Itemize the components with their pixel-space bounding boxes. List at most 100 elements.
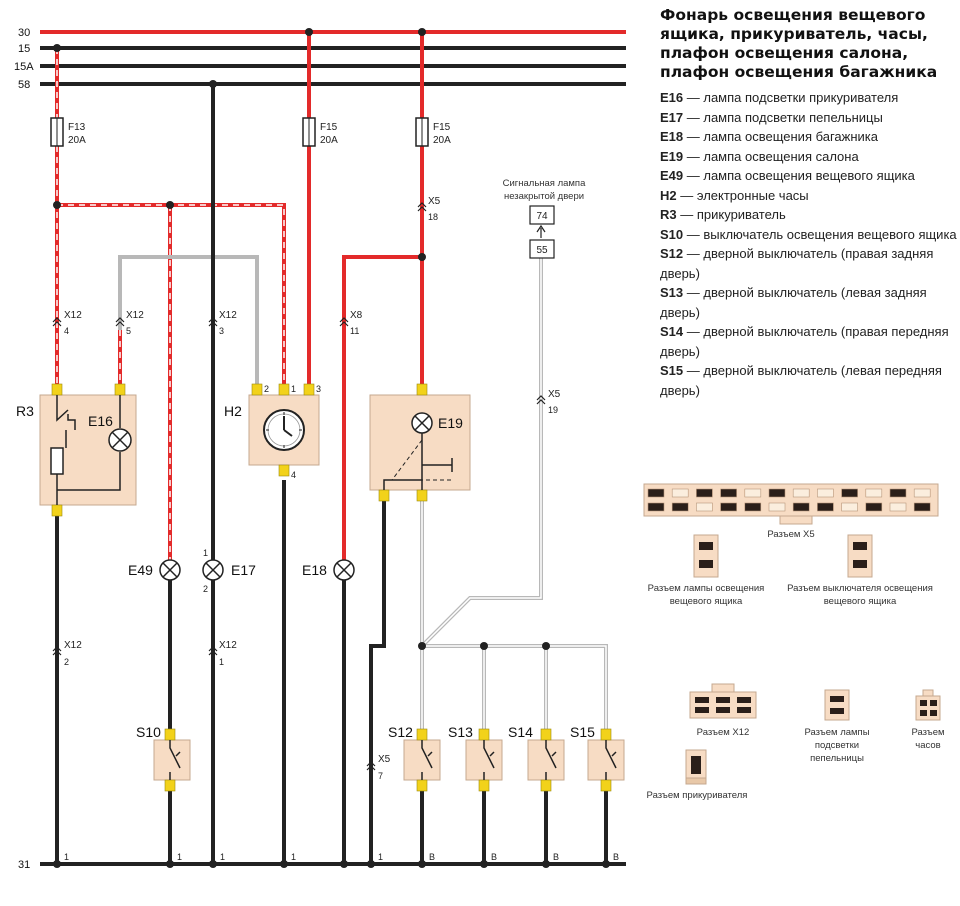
x5-cavity: [671, 502, 689, 512]
legend-item-r3: R3 — прикуриватель: [660, 207, 786, 222]
conn-x5-19-pin: 19: [548, 405, 558, 415]
legend-item-e17: E17 — лампа подсветки пепельницы: [660, 109, 883, 125]
bus-label-30: 30: [18, 27, 30, 39]
label-e18: E18: [302, 562, 327, 578]
x5-cavity: [865, 502, 883, 512]
gnd-pin-r3: 1: [64, 852, 69, 862]
door-warning-lamp: Сигнальная лампа незакрытой двери 74 55: [503, 178, 586, 259]
switch-s15: S15: [570, 724, 625, 792]
label-s10: S10: [136, 724, 161, 740]
lamp-e49: E49: [128, 559, 181, 581]
conn-x12-1-name: X12: [219, 640, 237, 651]
connector-view-glovebox-switch: Разъем выключателя освещения вещевого ящ…: [787, 534, 933, 607]
conn-x12-2-pin: 2: [64, 657, 69, 667]
connector-view-x5: Разъем X5: [643, 483, 939, 540]
fuse-f15a-rating: 20A: [320, 135, 338, 146]
conn-x5-18-pin: 18: [428, 212, 438, 222]
conn-x12-3-name: X12: [219, 310, 237, 321]
door-lamp-box-55: 55: [536, 245, 548, 256]
x5-cavity: [768, 502, 786, 512]
x5-cavity: [744, 502, 762, 512]
switch-s13: S13: [448, 724, 503, 792]
switch-s10: S10: [136, 724, 191, 792]
x5-cavity: [696, 488, 713, 498]
gnd-pin-h2: 1: [291, 852, 296, 862]
fuse-f15-clock: F15 20A: [302, 117, 338, 147]
label-clock-line2: часов: [915, 740, 940, 751]
conn-x12-5-pin: 5: [126, 326, 131, 336]
fuse-f15a-name: F15: [320, 122, 338, 133]
x5-cavity: [913, 502, 931, 512]
label-glovebox-switch-line1: Разъем выключателя освещения: [787, 583, 933, 594]
label-h2: H2: [224, 403, 242, 419]
h2-pin-2: 2: [264, 384, 269, 394]
bus-label-15: 15: [18, 43, 30, 55]
label-ashtray-line3: пепельницы: [810, 753, 864, 764]
lamp-e17: E17 1 2: [202, 548, 256, 594]
door-lamp-label-line1: Сигнальная лампа: [503, 178, 586, 189]
x5-cavity: [841, 502, 858, 512]
label-e17: E17: [231, 562, 256, 578]
x5-cavity: [696, 502, 713, 512]
legend-item-s15: S15 — дверной выключатель (левая передня…: [660, 363, 942, 398]
h2-pin-4: 4: [291, 470, 296, 480]
x5-cavity: [913, 488, 931, 498]
legend-list: E16 — лампа подсветки прикуривателя E17 …: [660, 88, 958, 400]
label-s13: S13: [448, 724, 473, 740]
conn-x8-11-name: X8: [350, 310, 363, 321]
e17-pin-top: 1: [203, 548, 208, 558]
switch-s14: S14: [508, 724, 565, 792]
gnd-pin-s10: 1: [177, 852, 182, 862]
fuse-f15-interior: F15 20A: [415, 117, 451, 147]
conn-x12-2-name: X12: [64, 640, 82, 651]
label-s14: S14: [508, 724, 533, 740]
x5-pin-grid: [647, 488, 931, 512]
label-clock-line1: Разъем: [911, 727, 944, 738]
label-ashtray-line2: подсветки: [815, 740, 859, 751]
fuse-f15b-rating: 20A: [433, 135, 451, 146]
x5-cavity: [720, 502, 737, 512]
label-connector-x12: Разъем X12: [697, 727, 750, 738]
label-e16: E16: [88, 413, 113, 429]
conn-x5-7-pin: 7: [378, 771, 383, 781]
switch-s12: S12: [388, 724, 441, 792]
legend-item-s12: S12 — дверной выключатель (правая задняя…: [660, 246, 934, 281]
x5-cavity: [889, 502, 907, 512]
x5-cavity: [744, 488, 762, 498]
junction-dots: [53, 28, 610, 868]
x5-cavity: [720, 488, 737, 498]
connector-view-glovebox-lamp: Разъем лампы освещения вещевого ящика: [648, 534, 765, 607]
conn-x12-4-name: X12: [64, 310, 82, 321]
conn-x5-19-name: X5: [548, 389, 561, 400]
legend-item-e49: E49 — лампа освещения вещевого ящика: [660, 168, 915, 183]
legend-title: Фонарь освещения вещевого ящика, прикури…: [660, 6, 938, 81]
label-s12: S12: [388, 724, 413, 740]
x5-cavity: [647, 502, 665, 512]
fuse-f13-rating: 20A: [68, 135, 86, 146]
e17-pin-bottom: 2: [203, 584, 208, 594]
x5-cavity: [768, 488, 786, 498]
label-connector-x5: Разъем X5: [767, 529, 814, 540]
door-lamp-label-line2: незакрытой двери: [504, 191, 584, 202]
x5-cavity: [889, 488, 907, 498]
fuse-f15b-name: F15: [433, 122, 451, 133]
fuse-f13: F13 20A: [50, 117, 86, 147]
door-lamp-box-74: 74: [536, 211, 548, 222]
x5-cavity: [792, 488, 810, 498]
h2-pin-1: 1: [291, 384, 296, 394]
label-ashtray-line1: Разъем лампы: [804, 727, 869, 738]
legend-item-e18: E18 — лампа освещения багажника: [660, 129, 878, 144]
label-s15: S15: [570, 724, 595, 740]
conn-x8-11-pin: 11: [350, 326, 359, 336]
legend-item-s10: S10 — выключатель освещения вещевого ящи…: [660, 226, 957, 242]
x5-cavity: [792, 502, 810, 512]
conn-x12-1-pin: 1: [219, 657, 224, 667]
x5-cavity: [647, 488, 665, 498]
lamp-e18: E18: [302, 559, 355, 581]
bus-label-31: 31: [18, 859, 30, 871]
x5-cavity: [817, 488, 834, 498]
connector-view-x12: Разъем X12: [689, 683, 757, 738]
legend: Фонарь освещения вещевого ящика, прикури…: [660, 6, 958, 400]
connector-view-lighter: Разъем прикуривателя: [647, 749, 747, 801]
label-glovebox-lamp-line1: Разъем лампы освещения: [648, 583, 765, 594]
